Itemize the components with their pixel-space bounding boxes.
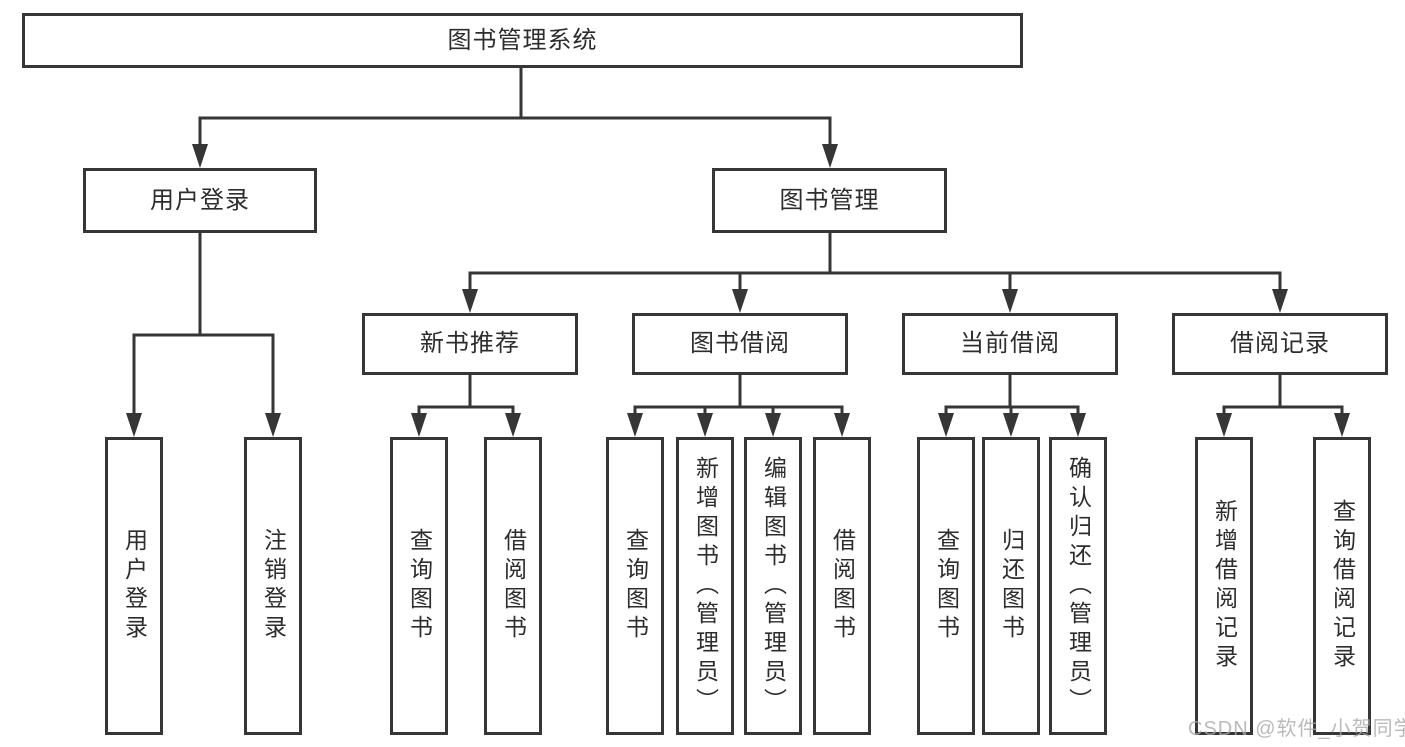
leaf-bb-borrow-books: 借阅图书 (813, 437, 871, 735)
leaf-label: 新增图书（管理员） (692, 455, 719, 717)
leaf-label: 归还图书 (998, 528, 1025, 644)
node-root-label: 图书管理系统 (447, 26, 598, 54)
leaf-bb-add-books-admin: 新增图书（管理员） (676, 437, 734, 735)
node-book-borrow: 图书借阅 (632, 313, 848, 375)
leaf-br-query-record: 查询借阅记录 (1313, 437, 1371, 735)
watermark: CSDN @软件_小贺同学 (1188, 718, 1405, 740)
leaf-label: 编辑图书（管理员） (760, 455, 787, 717)
node-label: 图书管理 (779, 186, 880, 214)
leaf-nb-query-books: 查询图书 (390, 437, 448, 735)
leaf-bb-query-books: 查询图书 (606, 437, 664, 735)
leaf-label: 借阅图书 (500, 528, 527, 644)
leaf-label: 新增借阅记录 (1211, 499, 1238, 673)
leaf-label: 借阅图书 (829, 528, 856, 644)
node-user-login: 用户登录 (83, 168, 317, 233)
leaf-cb-return-books: 归还图书 (982, 437, 1040, 735)
leaf-cb-query-books: 查询图书 (917, 437, 975, 735)
node-label: 新书推荐 (420, 330, 520, 357)
leaf-label: 查询图书 (622, 528, 649, 644)
tree-edges (132, 68, 1344, 417)
leaf-bb-edit-books-admin: 编辑图书（管理员） (744, 437, 802, 735)
node-root: 图书管理系统 (22, 13, 1023, 68)
leaf-label: 注销登录 (260, 528, 287, 644)
leaf-cb-confirm-return-admin: 确认归还（管理员） (1049, 437, 1107, 735)
node-label: 图书借阅 (690, 330, 790, 357)
arrowheads (126, 144, 1350, 437)
node-label: 用户登录 (150, 186, 250, 214)
leaf-label: 用户登录 (121, 528, 148, 644)
leaf-label: 确认归还（管理员） (1065, 455, 1092, 717)
node-label: 借阅记录 (1230, 330, 1330, 357)
leaf-label: 查询图书 (406, 528, 433, 644)
leaf-label: 查询借阅记录 (1329, 499, 1356, 673)
node-book-management: 图书管理 (712, 168, 947, 233)
leaf-nb-borrow-books: 借阅图书 (484, 437, 542, 735)
leaf-logout: 注销登录 (244, 437, 302, 735)
node-current-borrow: 当前借阅 (902, 313, 1118, 375)
leaf-br-add-record: 新增借阅记录 (1195, 437, 1253, 735)
leaf-user-login: 用户登录 (105, 437, 163, 735)
node-label: 当前借阅 (960, 330, 1060, 357)
node-new-book-recommend: 新书推荐 (362, 313, 578, 375)
leaf-label: 查询图书 (933, 528, 960, 644)
node-borrow-records: 借阅记录 (1172, 313, 1388, 375)
